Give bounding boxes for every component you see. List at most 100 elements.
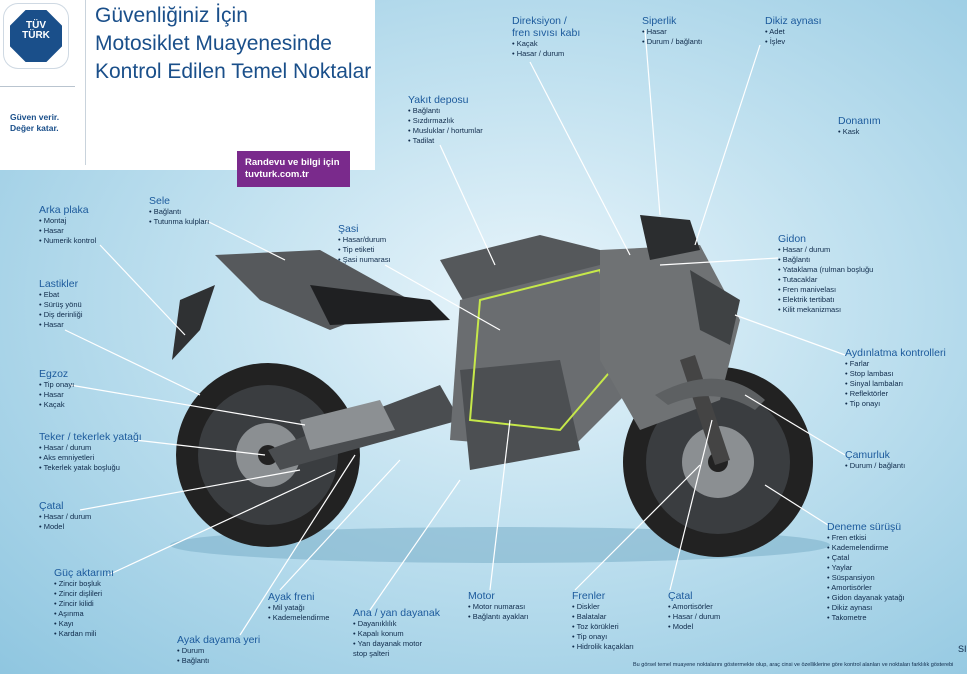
label-egzoz: Egzoz Tip onayı Hasar Kaçak	[39, 368, 74, 410]
label-item: Bağlantı	[778, 255, 873, 265]
label-arka-plaka: Arka plaka Montaj Hasar Numerik kontrol	[39, 204, 96, 246]
label-item: Sızdırmazlık	[408, 116, 483, 126]
label-siperlik: Siperlik Hasar Durum / bağlantı	[642, 15, 702, 47]
label-item: Hasar	[39, 390, 74, 400]
logo-line-1: TÜV	[26, 20, 46, 31]
tuv-turk-logo: TÜV TÜRK	[4, 4, 68, 68]
label-sasi: Şasi Hasar/durum Tip etiketi Şasi numara…	[338, 223, 391, 265]
label-title: Teker / tekerlek yatağı	[39, 431, 142, 443]
label-item: Fren etkisi	[827, 533, 905, 543]
label-item: Şasi numarası	[338, 255, 391, 265]
front-fender	[655, 378, 765, 410]
label-item: Hasar	[642, 27, 702, 37]
label-title: Gidon	[778, 233, 807, 245]
label-item: Diskler	[572, 602, 634, 612]
label-title: Ayak freni	[268, 591, 315, 603]
label-dikiz-aynasi: Dikiz aynası Adet İşlev	[765, 15, 822, 47]
label-ayak-freni: Ayak freni Mil yatağı Kademelendirme	[268, 591, 329, 623]
label-title: Çatal	[39, 500, 64, 512]
promo-link[interactable]: tuvturk.com.tr	[245, 169, 309, 180]
header-divider	[0, 86, 75, 87]
label-item: Numerik kontrol	[39, 236, 97, 246]
label-catal-arka: Çatal Hasar / durum Model	[39, 500, 91, 532]
page-title: Güvenliğiniz İçin Motosiklet Muayenesind…	[95, 2, 371, 86]
label-item: Tutacaklar	[778, 275, 873, 285]
label-title: Direksiyon / fren sıvısı kabı	[512, 15, 581, 39]
label-yakit-deposu: Yakıt deposu Bağlantı Sızdırmazlık Muslu…	[408, 94, 483, 146]
leader-egzoz	[69, 384, 306, 426]
label-item: Kilit mekanizması	[778, 305, 873, 315]
label-item: Gidon dayanak yatağı	[827, 593, 905, 603]
label-item: Fren manivelası	[778, 285, 873, 295]
label-item: Amortisörler	[668, 602, 720, 612]
label-item: Dayanıklılık	[353, 619, 440, 629]
label-item: Hasar/durum	[338, 235, 391, 245]
label-item: Hasar / durum	[668, 612, 721, 622]
label-item: Kademelendirme	[827, 543, 905, 553]
leader-ayak-freni	[279, 459, 401, 591]
label-guc-aktarimi: Güç aktarımı Zincir boşluk Zincir dişlil…	[54, 567, 114, 639]
label-item: Diş derinliği	[39, 310, 83, 320]
label-item: Tutunma kulpları	[149, 217, 210, 227]
leader-teker	[134, 439, 266, 456]
label-item: Toz körükleri	[572, 622, 634, 632]
label-item: Farlar	[845, 359, 946, 369]
label-title: Yakıt deposu	[408, 94, 469, 106]
label-item: Elektrik tertibatı	[778, 295, 873, 305]
label-direksiyon: Direksiyon / fren sıvısı kabı Kaçak Hasa…	[512, 15, 580, 59]
leader-frenler	[574, 464, 701, 591]
label-item: Balatalar	[572, 612, 634, 622]
label-item: Kaçak	[39, 400, 74, 410]
leader-guc	[107, 469, 336, 576]
label-item: Montaj	[39, 216, 96, 226]
label-item: Hasar / durum	[778, 245, 873, 255]
label-item: Bağlantı ayakları	[468, 612, 529, 622]
label-item: Durum / bağlantı	[845, 461, 905, 471]
label-item: Durum	[177, 646, 260, 656]
label-item: Kask	[838, 127, 881, 137]
label-item: Bağlantı	[408, 106, 483, 116]
label-aydinlatma: Aydınlatma kontrolleri Farlar Stop lamba…	[845, 347, 946, 409]
corner-text: SI	[958, 644, 967, 654]
label-item: Hasar / durum	[39, 512, 92, 522]
leader-lines	[64, 29, 846, 636]
label-item: Bağlantı	[149, 207, 209, 217]
label-item: Tip onayı	[39, 380, 75, 390]
label-item: Zincir boşluk	[54, 579, 114, 589]
label-item: Takometre	[827, 613, 905, 623]
label-item: Mil yatağı	[268, 603, 329, 613]
label-title: Güç aktarımı	[54, 567, 115, 579]
label-title: Aydınlatma kontrolleri	[845, 347, 946, 359]
header-panel: TÜV TÜRK Güven verir. Değer katar. Güven…	[0, 0, 375, 170]
title-line-3: Kontrol Edilen Temel Noktalar	[95, 60, 372, 83]
label-deneme-surusu: Deneme sürüşü Fren etkisi Kademelendirme…	[827, 521, 905, 623]
label-title: Ana / yan dayanak	[353, 607, 440, 619]
promo-banner[interactable]: Randevu ve bilgi için tuvturk.com.tr	[237, 151, 350, 187]
leader-gidon	[659, 257, 779, 266]
label-ana-dayanak: Ana / yan dayanak Dayanıklılık Kapalı ko…	[353, 607, 440, 659]
label-item: Yan dayanak motor stop şalteri	[353, 639, 440, 659]
rear-fender	[172, 285, 215, 360]
label-gidon: Gidon Hasar / durum Bağlantı Yataklama (…	[778, 233, 873, 315]
label-item: Model	[668, 622, 720, 632]
label-item: Kayı	[54, 619, 114, 629]
label-item: İşlev	[765, 37, 822, 47]
label-item: Model	[39, 522, 91, 532]
leader-lastikler	[64, 329, 201, 396]
leader-yakit	[439, 144, 496, 266]
promo-line-1: Randevu ve bilgi için	[245, 157, 340, 168]
label-title: Deneme sürüşü	[827, 521, 902, 533]
label-item: Ebat	[39, 290, 82, 300]
label-teker: Teker / tekerlek yatağı Hasar / durum Ak…	[39, 431, 142, 473]
label-donanim: Donanım Kask	[838, 115, 881, 137]
label-title: Lastikler	[39, 278, 79, 290]
windscreen	[640, 215, 700, 260]
label-item: Bağlantı	[177, 656, 260, 666]
label-item: Süspansiyon	[827, 573, 905, 583]
leader-catal-arka	[79, 469, 301, 511]
label-item: Motor numarası	[468, 602, 529, 612]
label-lastikler: Lastikler Ebat Sürüş yönü Diş derinliği …	[39, 278, 82, 330]
title-line-1: Güvenliğiniz İçin	[95, 4, 248, 27]
label-item: Yaylar	[827, 563, 905, 573]
label-title: Ayak dayama yeri	[177, 634, 261, 646]
